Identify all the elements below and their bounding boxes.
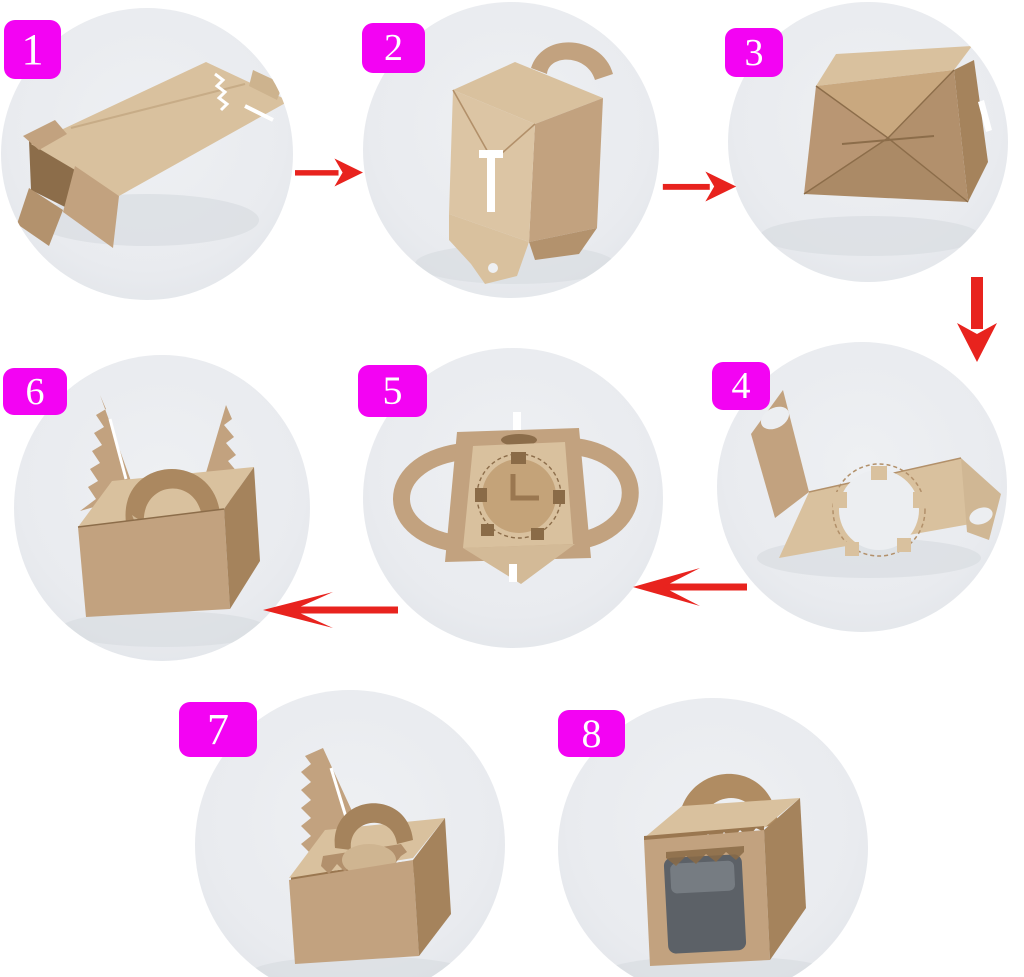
flattened-box-illustration — [17, 62, 289, 248]
step-1-photo — [1, 8, 293, 300]
step-7-badge: 7 — [179, 702, 257, 757]
cupcake-insert-illustration — [751, 390, 1001, 578]
finished-box-illustration — [606, 773, 830, 977]
arrow-down-step3-to-step4-icon — [956, 277, 998, 362]
box-bottom-closed-illustration — [760, 46, 992, 256]
step-3-badge: 3 — [725, 28, 783, 77]
step-8-photo — [558, 698, 868, 977]
step-5-badge: 5 — [358, 365, 427, 417]
insert-in-box-top-view-illustration — [393, 412, 639, 584]
flap-folding-down-illustration — [249, 748, 473, 977]
step-2-badge: 2 — [362, 23, 425, 73]
arrow-left-step5-to-step6-icon — [263, 592, 398, 628]
arrow-right-step1-to-step2-icon — [295, 157, 363, 188]
step-4-photo — [717, 342, 1007, 632]
step-4-badge: 4 — [712, 362, 770, 410]
step-8-badge: 8 — [558, 710, 625, 757]
step-5-photo — [363, 348, 663, 648]
step-1-badge: 1 — [4, 20, 61, 79]
arrow-left-step4-to-step5-icon — [633, 568, 747, 606]
step-6-badge: 6 — [3, 368, 67, 415]
handle-with-flaps-up-illustration — [60, 395, 268, 647]
box-bottom-open-illustration — [415, 42, 615, 284]
step-3-photo — [728, 2, 1008, 282]
arrow-right-step2-to-step3-icon — [657, 170, 742, 203]
